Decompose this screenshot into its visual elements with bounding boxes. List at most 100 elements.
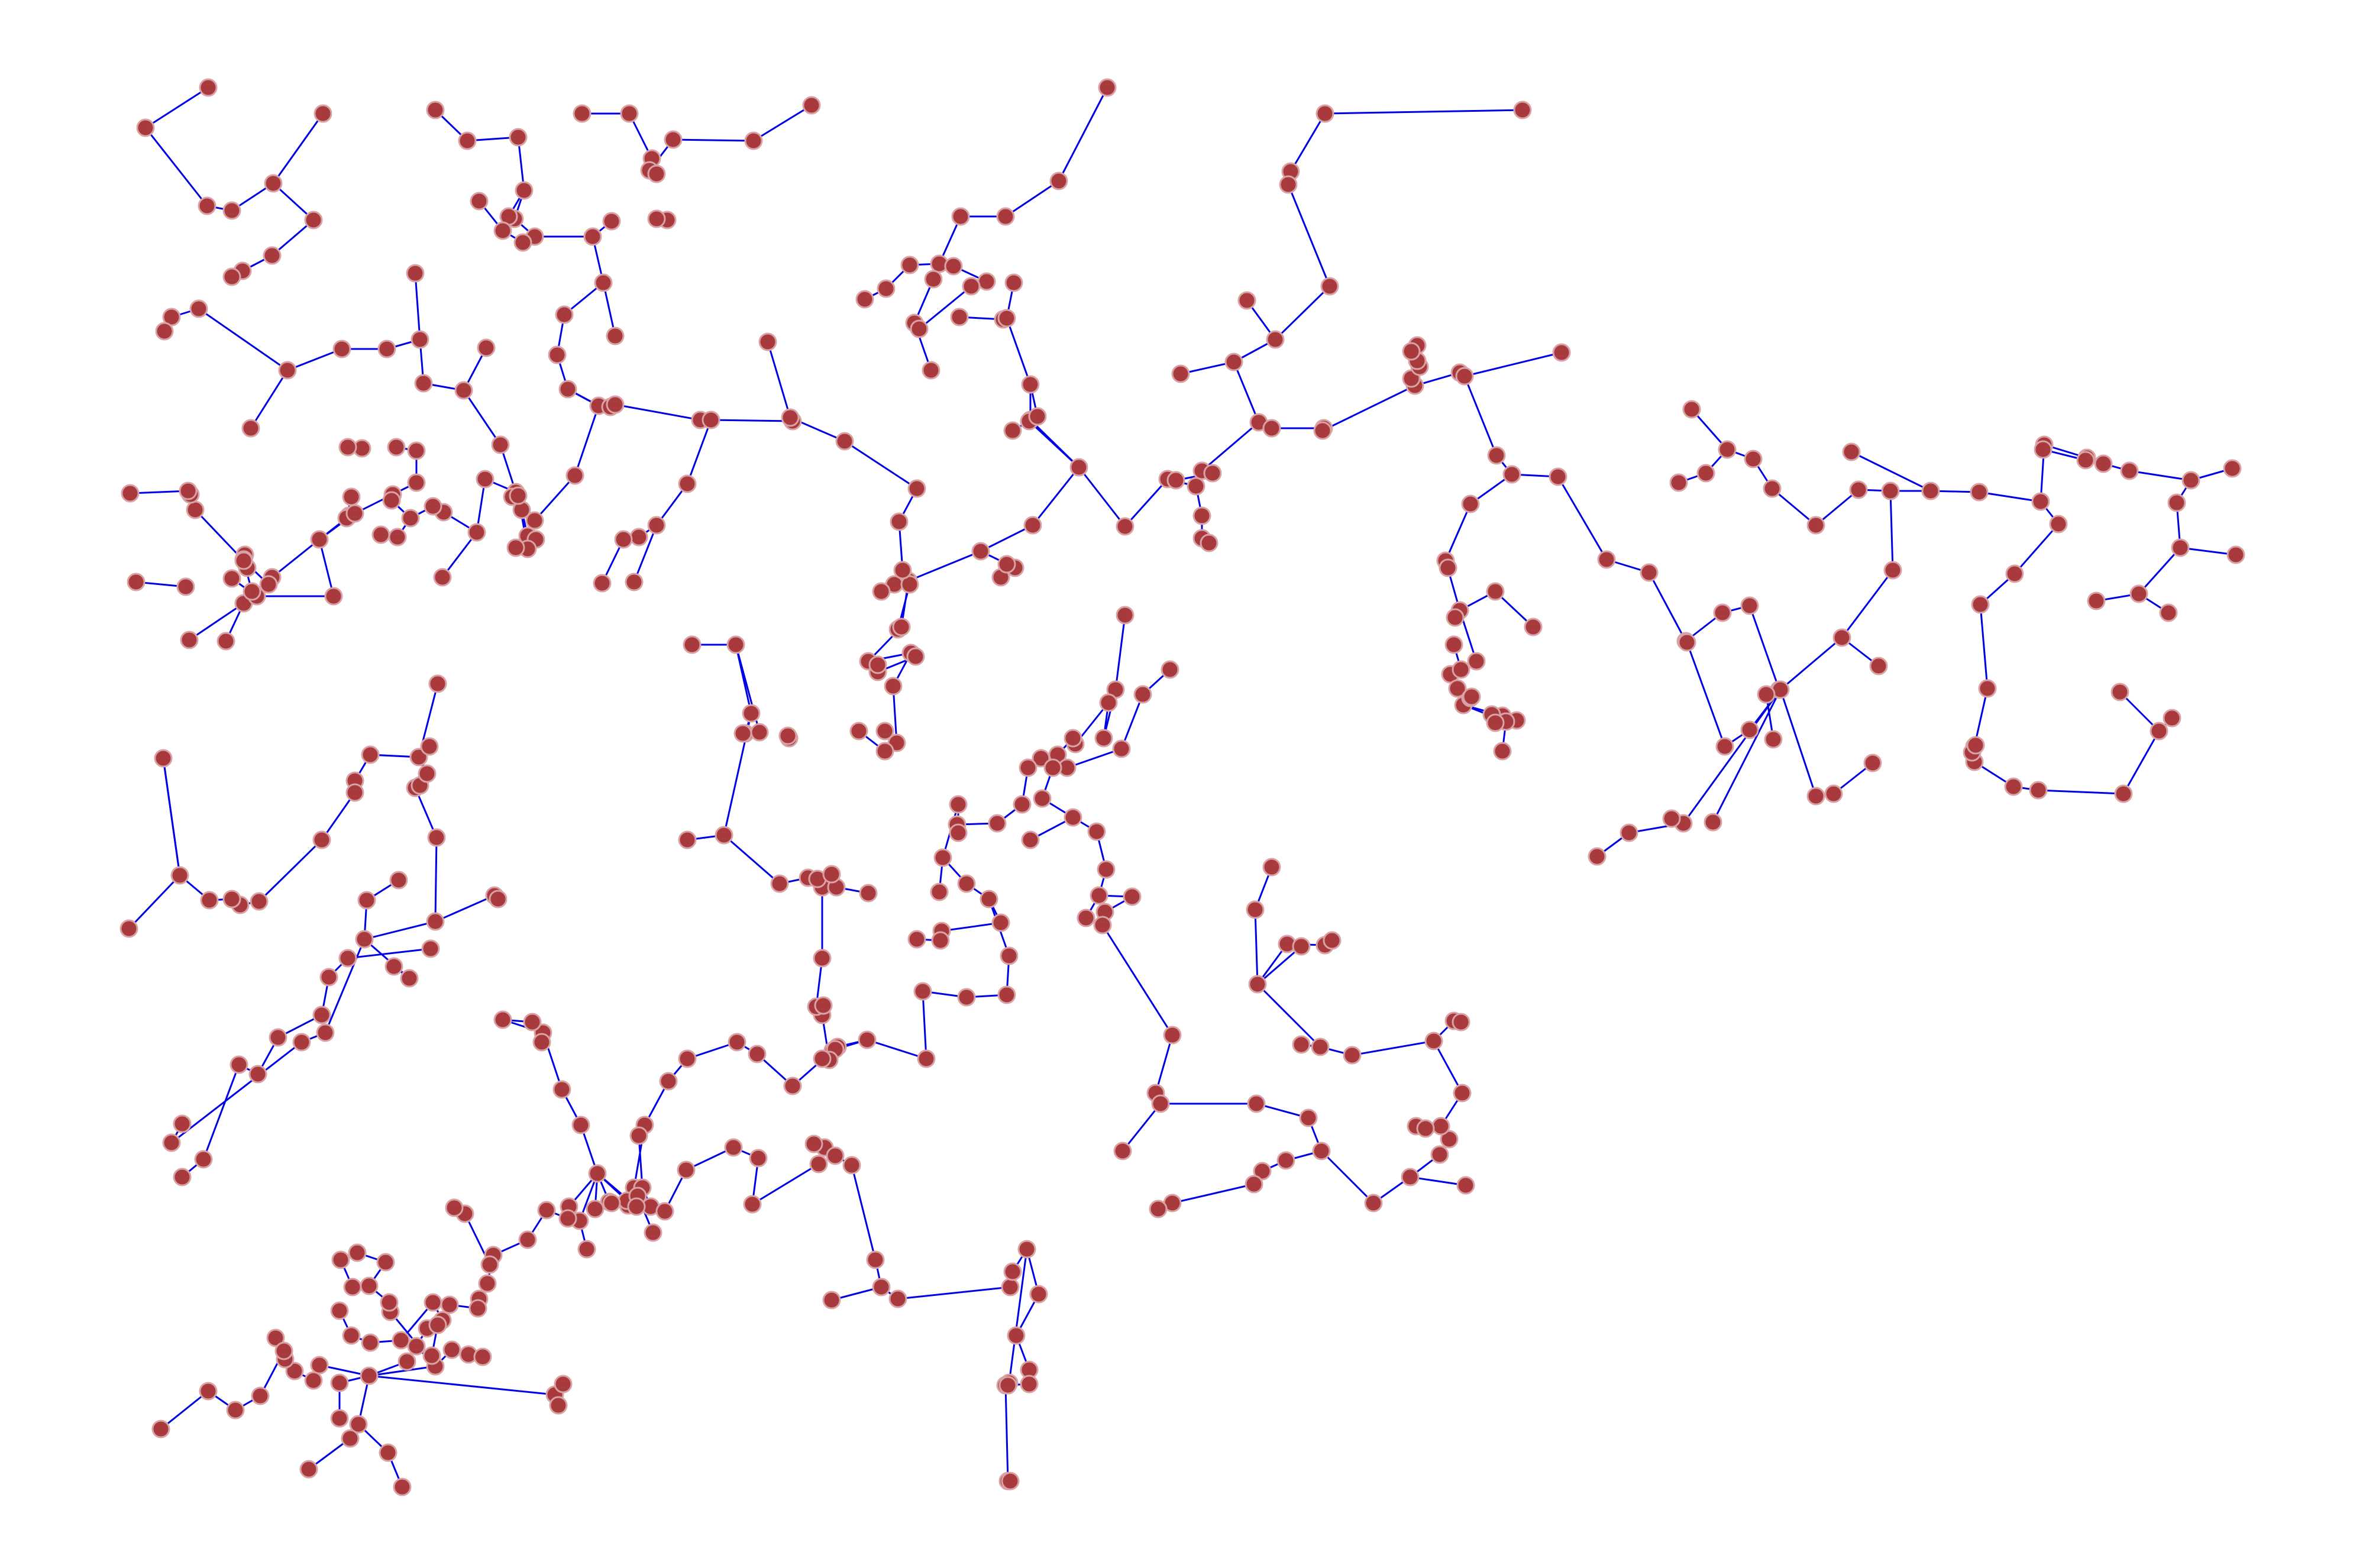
graph-node: [345, 783, 364, 802]
graph-node: [1970, 483, 1989, 502]
graph-node: [724, 1138, 743, 1157]
graph-node: [361, 1333, 380, 1352]
graph-edge: [347, 948, 431, 959]
graph-node: [330, 1301, 349, 1320]
graph-node: [274, 1341, 293, 1360]
graph-edge: [1780, 636, 1843, 691]
graph-node: [424, 497, 442, 516]
graph-node: [949, 823, 968, 842]
graph-edge: [271, 538, 320, 578]
graph-node: [442, 1340, 461, 1359]
graph-node: [1744, 450, 1763, 468]
graph-node: [571, 1116, 590, 1134]
graph-node: [1669, 473, 1688, 492]
graph-node: [1313, 421, 1332, 440]
graph-edge: [1004, 1385, 1009, 1482]
graph-node: [1740, 720, 1759, 739]
graph-node: [371, 525, 390, 544]
graph-node: [1763, 479, 1782, 498]
graph-node: [1696, 464, 1715, 483]
graph-node: [2031, 492, 2050, 511]
graph-edge: [1320, 1150, 1375, 1204]
graph-node: [189, 299, 208, 318]
graph-node: [644, 1223, 662, 1242]
graph-edge: [202, 1064, 240, 1160]
graph-node: [1001, 1472, 1020, 1491]
graph-edge: [686, 419, 712, 484]
graph-edge: [723, 834, 780, 885]
graph-node: [427, 828, 446, 847]
graph-node: [1004, 273, 1023, 292]
graph-node: [758, 332, 777, 351]
graph-node: [454, 381, 473, 400]
graph-node: [1455, 367, 1474, 386]
graph-node: [421, 939, 440, 958]
graph-edge: [369, 1375, 555, 1396]
graph-node: [859, 884, 878, 903]
graph-edge: [2138, 547, 2181, 595]
graph-edge: [767, 341, 791, 418]
graph-node: [1486, 582, 1505, 601]
graph-node: [1266, 330, 1285, 349]
graph-node: [1401, 1168, 1420, 1186]
graph-node: [342, 1326, 361, 1345]
graph-node: [532, 1033, 551, 1052]
graph-edge: [1006, 318, 1032, 385]
graph-node: [1704, 813, 1722, 832]
graph-edge: [1028, 420, 1080, 468]
graph-node: [1248, 975, 1267, 994]
graph-node: [893, 561, 912, 580]
graph-node: [866, 1250, 885, 1269]
graph-node: [1453, 1084, 1472, 1103]
graph-node: [426, 912, 445, 931]
graph-node: [1090, 886, 1108, 905]
graph-edge: [1979, 604, 1989, 689]
graph-node: [226, 1401, 245, 1420]
graph-node: [418, 764, 437, 783]
graph-node: [814, 996, 833, 1015]
graph-nodes: [119, 78, 2245, 1496]
graph-node: [424, 1293, 442, 1312]
graph-edge: [128, 874, 181, 930]
graph-node: [186, 500, 205, 519]
graph-edge: [897, 1286, 1011, 1300]
graph-node: [316, 1023, 335, 1042]
graph-node: [428, 674, 447, 693]
graph-node: [199, 1382, 218, 1401]
graph-node: [1064, 808, 1082, 827]
graph-edge: [1464, 351, 1562, 377]
graph-edge: [162, 758, 181, 876]
graph-node: [1151, 1094, 1170, 1113]
graph-node: [1094, 729, 1113, 748]
graph-node: [647, 516, 666, 535]
graph-node: [243, 582, 261, 601]
graph-edge: [1444, 503, 1472, 561]
graph-node: [506, 538, 525, 557]
graph-node: [136, 118, 155, 137]
graph-node: [1452, 1013, 1470, 1032]
graph-node: [998, 1376, 1017, 1395]
graph-node: [473, 1347, 492, 1366]
graph-node: [2049, 515, 2068, 534]
graph-node: [1171, 364, 1190, 383]
graph-node: [1099, 693, 1118, 712]
graph-node: [155, 322, 174, 341]
graph-node: [1764, 730, 1783, 749]
graph-node: [842, 1156, 861, 1175]
graph-edge: [324, 939, 366, 1033]
graph-node: [357, 891, 376, 910]
graph-edge: [130, 490, 189, 494]
graph-edge: [1463, 376, 1498, 456]
graph-node: [2005, 564, 2024, 583]
graph-node: [997, 555, 1016, 574]
graph-node: [813, 949, 832, 968]
graph-node: [200, 891, 219, 910]
graph-node: [1806, 787, 1825, 806]
graph-node: [1166, 471, 1185, 490]
graph-node: [558, 380, 577, 399]
graph-node: [733, 724, 752, 743]
graph-node: [119, 919, 138, 938]
graph-node: [420, 737, 439, 756]
graph-node: [468, 1299, 487, 1318]
